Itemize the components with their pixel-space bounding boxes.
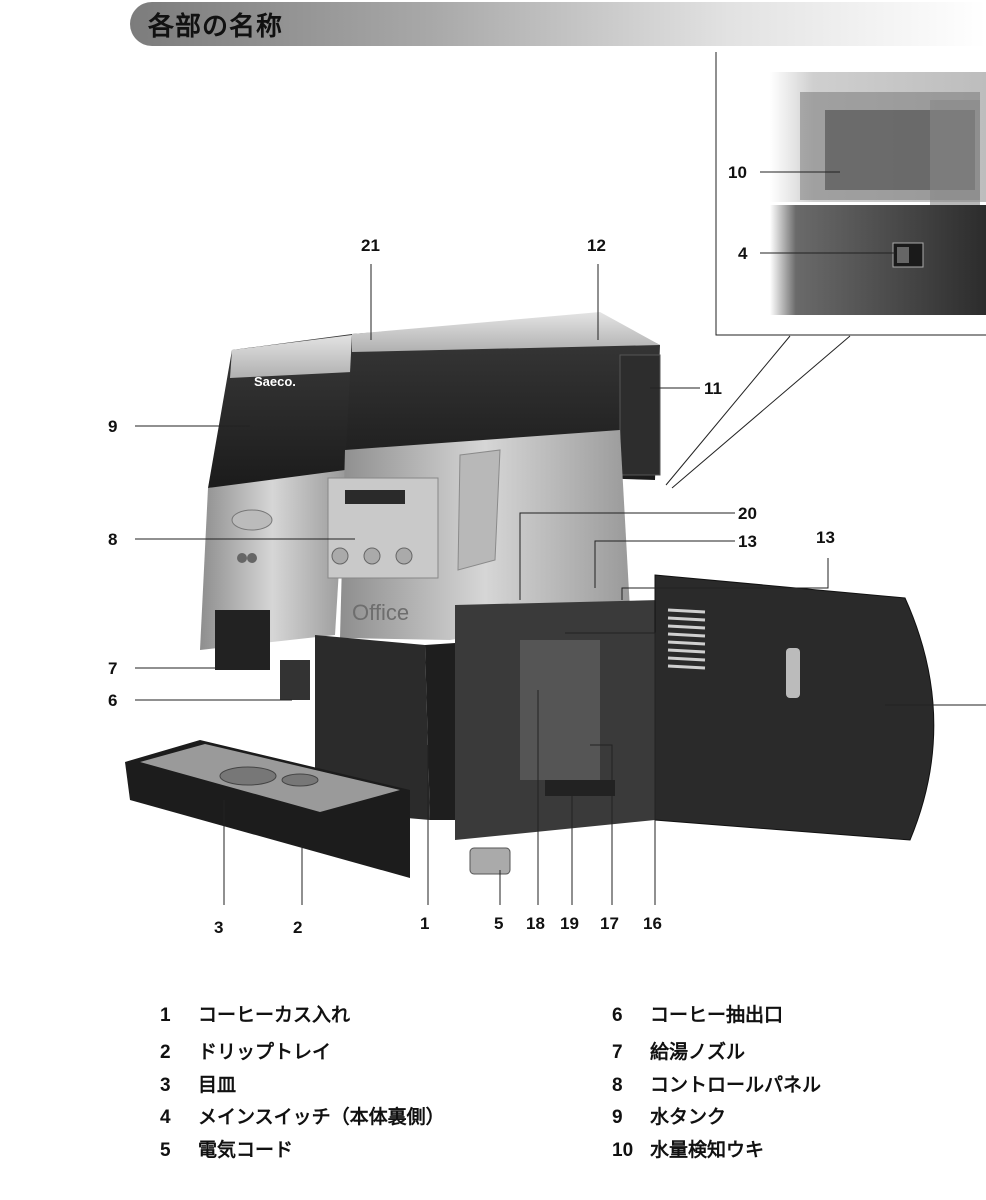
inset-detail — [665, 52, 986, 489]
callout-2: 2 — [293, 918, 303, 937]
callout-9: 9 — [108, 417, 118, 436]
callout-19: 19 — [560, 914, 579, 933]
callout-1: 1 — [420, 914, 430, 933]
callout-10: 10 — [728, 163, 747, 182]
callout-8: 8 — [108, 530, 118, 549]
callout-4: 4 — [738, 244, 748, 263]
machine-body — [125, 312, 935, 878]
model-label: Office — [352, 600, 409, 625]
brand-logo: Saeco. — [254, 374, 296, 389]
callout-3: 3 — [214, 918, 224, 937]
callout-18: 18 — [526, 914, 545, 933]
callout-20: 20 — [738, 504, 757, 523]
callout-17: 17 — [600, 914, 619, 933]
callout-6: 6 — [108, 691, 118, 710]
callout-21: 21 — [361, 236, 380, 255]
callout-16: 16 — [643, 914, 662, 933]
callout-13: 13 — [816, 528, 835, 547]
callout-14: 13 — [738, 532, 757, 551]
section-title-bar — [130, 2, 986, 46]
callout-11: 11 — [704, 379, 722, 398]
leader-lines — [135, 171, 986, 905]
callout-5: 5 — [494, 914, 504, 933]
callout-12: 12 — [587, 236, 606, 255]
section-title: 各部の名称 — [148, 12, 284, 42]
callout-7: 7 — [108, 659, 118, 678]
